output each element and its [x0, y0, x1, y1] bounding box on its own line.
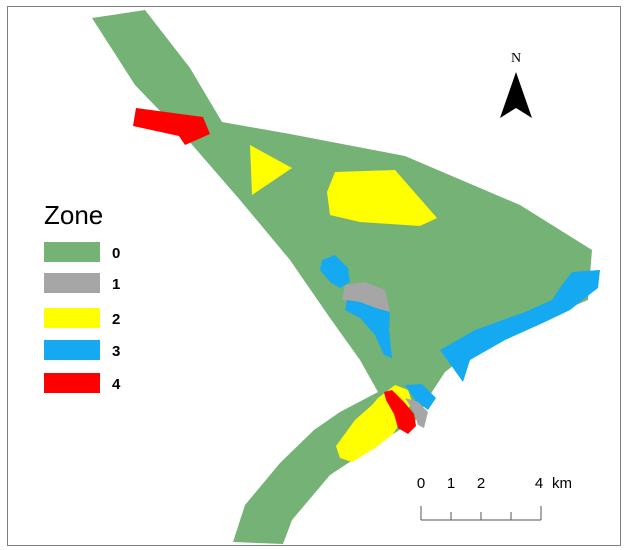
scale-tick-label-2: 2: [477, 475, 485, 492]
north-arrow-left-half: [500, 72, 516, 118]
legend-label-0: 0: [112, 245, 120, 262]
legend: Zone 0 1 2 3 4: [44, 200, 121, 393]
zone-2-area-west: [250, 145, 292, 195]
legend-swatch-3: [44, 340, 100, 360]
legend-swatch-4: [44, 373, 100, 393]
legend-swatch-1: [44, 273, 100, 293]
zone-3-area-blob: [320, 255, 350, 288]
legend-label-3: 3: [112, 343, 120, 360]
zone-3-area-east: [440, 270, 600, 382]
scale-tick-label-4: 4: [535, 475, 543, 492]
legend-label-4: 4: [112, 376, 121, 393]
zone-2-area-central: [327, 170, 437, 226]
zone-3-area-strip: [345, 300, 392, 358]
zone-1-area: [342, 282, 390, 312]
zone-4-area-north: [133, 108, 210, 145]
scale-bar: 0 1 2 4 km: [417, 475, 572, 521]
north-arrow-label: N: [511, 51, 521, 66]
legend-title: Zone: [44, 200, 103, 230]
legend-swatch-2: [44, 308, 100, 328]
legend-label-2: 2: [112, 311, 120, 328]
scale-tick-label-0: 0: [417, 475, 425, 492]
scale-unit-label: km: [552, 475, 572, 492]
zone-4-area-south: [384, 390, 416, 434]
zone-3-area-south: [405, 384, 436, 410]
north-arrow: N: [500, 51, 532, 118]
north-arrow-right-half: [516, 72, 532, 118]
legend-label-1: 1: [112, 276, 120, 293]
legend-swatch-0: [44, 242, 100, 262]
scale-tick-label-1: 1: [447, 475, 455, 492]
zone-1-area-south: [405, 398, 428, 428]
